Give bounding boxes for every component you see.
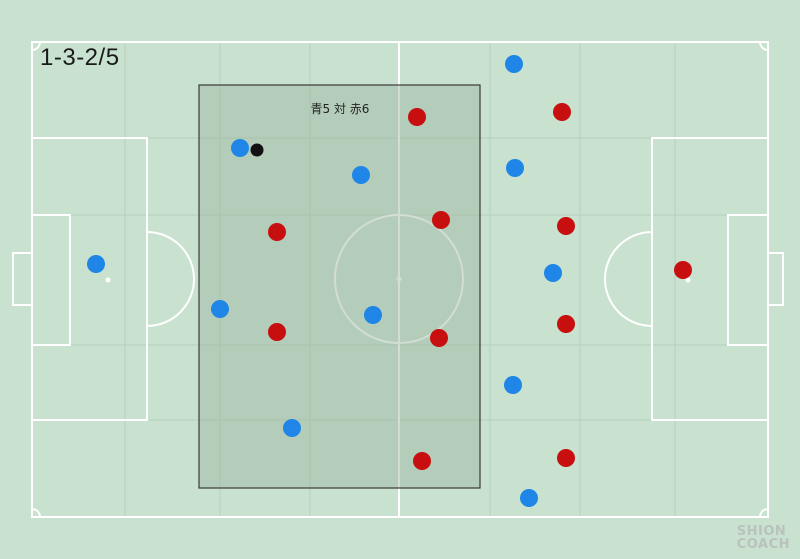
red-player <box>430 329 448 347</box>
red-player <box>408 108 426 126</box>
blue-player <box>231 139 249 157</box>
left-penalty-arc <box>146 231 195 327</box>
right-penalty-arc <box>604 231 653 327</box>
red-player <box>674 261 692 279</box>
blue-player <box>364 306 382 324</box>
center-circle <box>334 214 464 344</box>
blue-player <box>352 166 370 184</box>
red-player <box>268 323 286 341</box>
right-goal-area <box>727 214 769 346</box>
left-penalty-area <box>31 137 148 421</box>
center-spot <box>396 276 402 282</box>
right-penalty-spot <box>685 277 691 283</box>
blue-player <box>87 255 105 273</box>
red-player <box>432 211 450 229</box>
left-penalty-spot <box>105 277 111 283</box>
blue-player <box>506 159 524 177</box>
blue-player <box>211 300 229 318</box>
blue-team <box>87 55 562 507</box>
red-team <box>268 103 692 470</box>
red-player <box>557 315 575 333</box>
watermark-line-2: COACH <box>736 537 790 552</box>
left-goal <box>12 252 33 306</box>
blue-player <box>505 55 523 73</box>
blue-player <box>520 489 538 507</box>
watermark-logo: SHION COACH <box>737 525 790 551</box>
watermark-line-1: SHION <box>736 524 787 539</box>
formation-label: 1-3-2/5 <box>40 44 120 71</box>
pitch-markings <box>12 41 784 518</box>
blue-player <box>504 376 522 394</box>
red-player <box>413 452 431 470</box>
left-goal-area <box>31 214 71 346</box>
ball <box>250 143 264 157</box>
red-player <box>557 449 575 467</box>
red-player <box>553 103 571 121</box>
zone-caption: 青5 対 赤6 <box>310 102 370 116</box>
right-goal <box>767 252 784 306</box>
pitch-spots <box>105 276 691 283</box>
blue-player <box>544 264 562 282</box>
blue-player <box>283 419 301 437</box>
red-player <box>268 223 286 241</box>
right-penalty-area <box>651 137 769 421</box>
red-player <box>557 217 575 235</box>
